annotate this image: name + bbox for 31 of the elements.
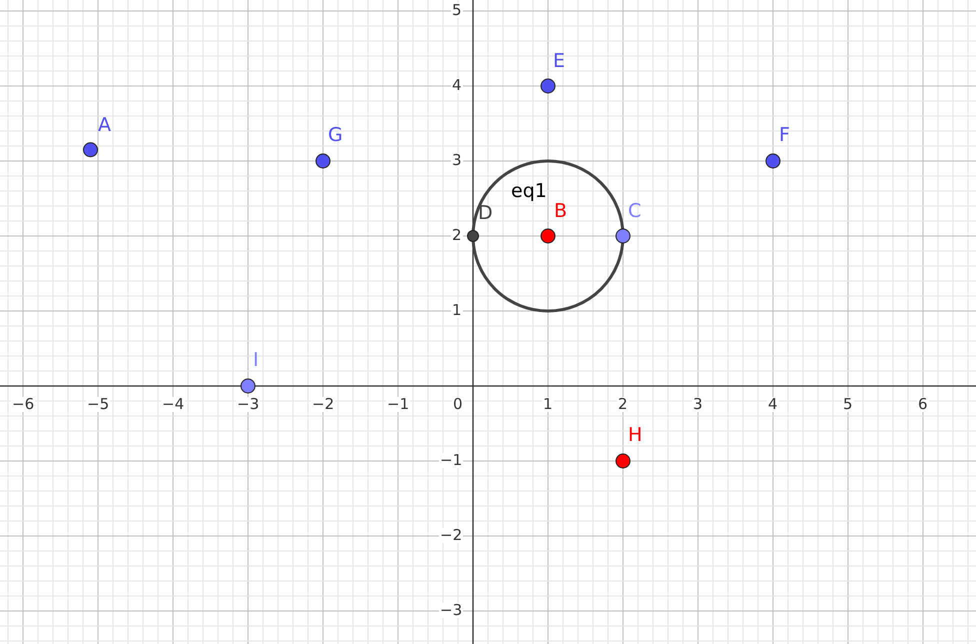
point-label: I: [253, 351, 259, 370]
axis-tick-label: −3: [236, 397, 260, 412]
axis-tick-label: 2: [451, 228, 463, 243]
axis-tick-label: 2: [617, 397, 629, 412]
point-label: E: [553, 52, 566, 71]
point-label: A: [98, 116, 111, 135]
point-label: B: [554, 202, 568, 221]
axis-tick-label: 4: [451, 78, 463, 93]
axis-tick-label: 5: [842, 397, 854, 412]
axis-tick-label: −6: [11, 397, 36, 412]
axis-tick-label: −3: [439, 603, 464, 618]
axis-tick-label: 3: [451, 153, 463, 168]
axis-tick-label: 6: [917, 397, 929, 412]
axis-tick-label: −4: [161, 397, 186, 412]
curve-label: eq1: [511, 182, 547, 201]
axis-tick-label: −5: [86, 397, 110, 412]
point-label: H: [628, 426, 642, 445]
axis-tick-label: 0: [452, 397, 464, 412]
axis-tick-label: 5: [451, 3, 463, 18]
point-label: G: [328, 126, 343, 145]
axis-tick-label: 4: [767, 397, 779, 412]
axis-tick-label: −1: [439, 453, 464, 468]
point-label: D: [478, 204, 493, 223]
axis-tick-label: −1: [386, 397, 410, 412]
axis-tick-label: 1: [542, 397, 554, 412]
axis-tick-label: 1: [451, 303, 463, 318]
point-label: F: [779, 126, 790, 145]
axis-tick-label: −2: [311, 397, 336, 412]
axis-tick-label: 3: [692, 397, 704, 412]
point-label: C: [628, 202, 642, 221]
axis-tick-label: −2: [439, 528, 464, 543]
